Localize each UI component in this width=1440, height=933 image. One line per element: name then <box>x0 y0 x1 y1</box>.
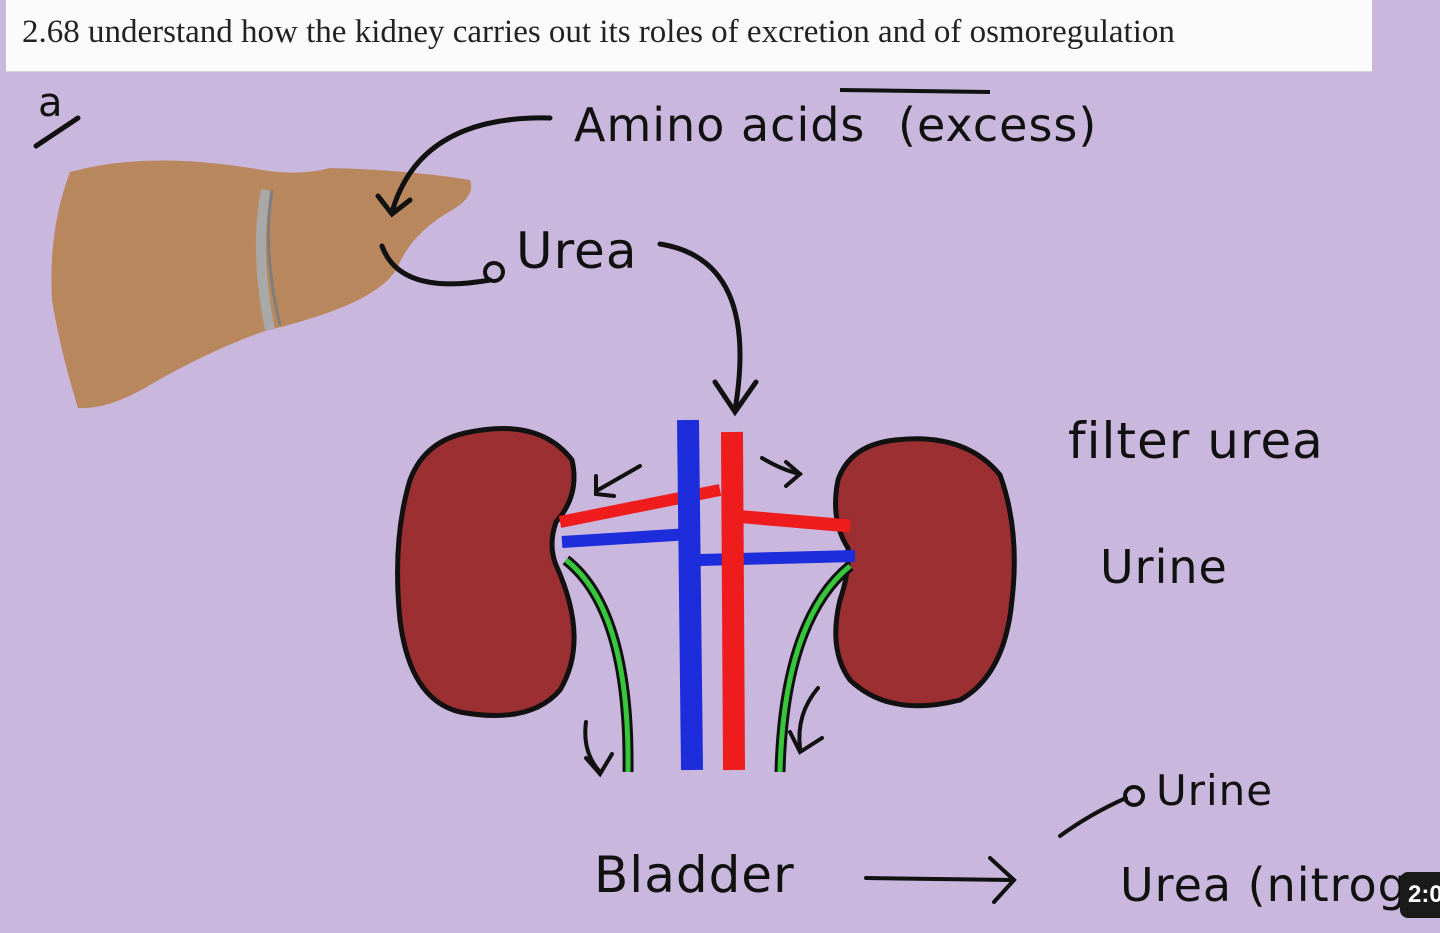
excess-label: (excess) <box>898 98 1098 152</box>
left-kidney <box>395 426 577 719</box>
video-timestamp: 2:0 <box>1400 872 1440 918</box>
arrow-to-urine <box>1058 796 1128 838</box>
bladder-label: Bladder <box>594 846 795 904</box>
arrow-down-right-ureter <box>797 686 820 750</box>
urine-lower-label: Urine <box>1156 766 1274 815</box>
right-kidney <box>833 436 1017 709</box>
right-renal-artery <box>733 509 851 533</box>
part-label: a <box>38 80 64 126</box>
arrow-into-left-kidney <box>596 464 642 492</box>
arrow-urea-to-blood <box>657 241 743 413</box>
spec-point-text: 2.68 understand how the kidney carries o… <box>22 14 1175 50</box>
liver-illustration <box>51 160 472 409</box>
arrow-amino-to-liver <box>389 115 553 215</box>
amino-acids-label: Amino acids <box>574 98 866 152</box>
spec-header-bar: 2.68 understand how the kidney carries o… <box>6 0 1372 72</box>
liver-ligament <box>255 189 275 331</box>
excess-overline <box>839 88 991 94</box>
left-renal-vein <box>561 528 691 548</box>
part-label-underline <box>33 115 81 149</box>
urea-label: Urea <box>516 222 638 280</box>
vena-cava <box>677 419 703 771</box>
arrow-bladder-out <box>864 876 1014 882</box>
filter-urea-label: filter urea <box>1068 412 1324 470</box>
arrow-liver-to-urea <box>379 243 493 287</box>
urea-nitrogen-label: Urea (nitrogen <box>1120 858 1440 912</box>
urine-label: Urine <box>1100 540 1228 594</box>
aorta <box>721 431 745 771</box>
